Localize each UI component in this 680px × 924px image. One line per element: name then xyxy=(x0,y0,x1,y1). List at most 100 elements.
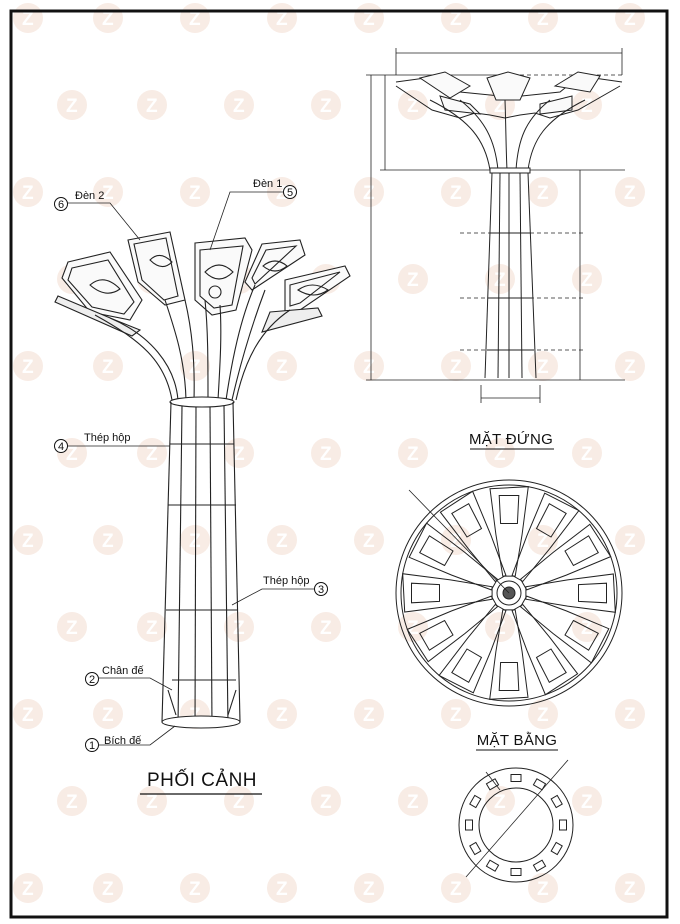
svg-text:Z: Z xyxy=(450,9,462,30)
svg-text:Z: Z xyxy=(66,792,78,813)
plan-view xyxy=(395,479,623,707)
watermark-logo: Z xyxy=(137,438,167,468)
svg-text:Z: Z xyxy=(66,96,78,117)
svg-text:Z: Z xyxy=(22,531,34,552)
elevation-view xyxy=(366,48,625,403)
svg-text:Bích đế: Bích đế xyxy=(104,735,141,747)
svg-text:Z: Z xyxy=(624,705,636,726)
plan-petal xyxy=(402,573,493,613)
watermark-logo: Z xyxy=(354,873,384,903)
watermark-logo: Z xyxy=(441,525,471,555)
svg-text:Z: Z xyxy=(22,9,34,30)
watermark-logo: Z xyxy=(93,351,123,381)
svg-text:Z: Z xyxy=(320,96,332,117)
svg-text:Z: Z xyxy=(146,96,158,117)
svg-text:Z: Z xyxy=(276,705,288,726)
watermark-logo: Z xyxy=(311,612,341,642)
bolt-hole xyxy=(532,859,547,872)
watermark-logo: Z xyxy=(57,612,87,642)
watermark-logo: Z xyxy=(354,699,384,729)
svg-text:Z: Z xyxy=(66,618,78,639)
watermark-logo: Z xyxy=(485,786,515,816)
svg-text:Z: Z xyxy=(189,357,201,378)
watermark-logo: Z xyxy=(267,351,297,381)
svg-text:Z: Z xyxy=(450,357,462,378)
branches xyxy=(94,284,291,401)
lamp-panels xyxy=(54,231,351,337)
svg-text:Z: Z xyxy=(320,618,332,639)
watermark-logo: Z xyxy=(180,351,210,381)
callout-3: 3 Thép hộp xyxy=(263,575,328,596)
leader-lines xyxy=(61,191,315,746)
svg-text:Z: Z xyxy=(581,270,593,291)
svg-text:4: 4 xyxy=(58,441,64,453)
svg-text:PHỐI CẢNH: PHỐI CẢNH xyxy=(147,769,257,791)
plan-petal xyxy=(439,490,507,583)
svg-text:Z: Z xyxy=(537,9,549,30)
watermark-logo: Z xyxy=(93,873,123,903)
watermark-logo: Z xyxy=(137,90,167,120)
watermark-logo: Z xyxy=(180,3,210,33)
svg-text:Z: Z xyxy=(624,531,636,552)
watermark-logo: Z xyxy=(354,525,384,555)
svg-text:Z: Z xyxy=(22,183,34,204)
svg-text:Z: Z xyxy=(494,792,506,813)
svg-text:Z: Z xyxy=(146,444,158,465)
svg-text:Z: Z xyxy=(581,444,593,465)
watermark-logo: Z xyxy=(267,525,297,555)
svg-text:Z: Z xyxy=(276,531,288,552)
watermark-logo: Z xyxy=(441,351,471,381)
svg-text:Z: Z xyxy=(102,183,114,204)
watermark-logo: Z xyxy=(224,438,254,468)
watermark-logo: Z xyxy=(354,177,384,207)
svg-text:Z: Z xyxy=(407,444,419,465)
watermark-logo: Z xyxy=(528,873,558,903)
watermark-logo: Z xyxy=(615,873,645,903)
svg-text:Z: Z xyxy=(233,792,245,813)
plan-petal xyxy=(519,523,612,591)
svg-text:Z: Z xyxy=(189,531,201,552)
watermark-logo: Z xyxy=(528,699,558,729)
watermark-logo: Z xyxy=(224,90,254,120)
plan-lamp xyxy=(498,495,520,524)
bolt-hole xyxy=(485,778,500,791)
watermark-logo: Z xyxy=(615,3,645,33)
plan-petal xyxy=(511,492,580,583)
watermark-logo: Z xyxy=(615,177,645,207)
svg-text:Z: Z xyxy=(233,444,245,465)
watermark-logo: Z xyxy=(311,438,341,468)
svg-text:Z: Z xyxy=(189,879,201,900)
watermark-logo: Z xyxy=(572,786,602,816)
svg-text:6: 6 xyxy=(58,199,64,211)
bolt-hole xyxy=(465,819,473,831)
watermark-logo: Z xyxy=(572,264,602,294)
watermark-logo: Z xyxy=(528,351,558,381)
svg-text:Z: Z xyxy=(102,531,114,552)
trunk xyxy=(161,401,241,729)
bolt-hole xyxy=(559,819,567,831)
watermark-logo: Z xyxy=(57,786,87,816)
svg-text:Z: Z xyxy=(494,270,506,291)
svg-text:Z: Z xyxy=(66,444,78,465)
watermark-logo: Z xyxy=(354,351,384,381)
watermark-logo: Z xyxy=(615,699,645,729)
svg-text:Z: Z xyxy=(146,618,158,639)
watermark-logo: Z xyxy=(528,177,558,207)
svg-text:Z: Z xyxy=(624,9,636,30)
watermark-logo: Z xyxy=(615,525,645,555)
watermark-logo: Z xyxy=(528,3,558,33)
plan-lamp xyxy=(564,619,599,651)
perspective-view xyxy=(54,191,351,746)
svg-text:Z: Z xyxy=(276,357,288,378)
svg-text:Z: Z xyxy=(581,96,593,117)
svg-text:Z: Z xyxy=(233,96,245,117)
watermark-logo: Z xyxy=(311,90,341,120)
watermark-logo: Z xyxy=(441,699,471,729)
watermark-logo: Z xyxy=(137,612,167,642)
base-plate-holes xyxy=(465,774,567,876)
watermark-logo: Z xyxy=(267,873,297,903)
plan-petal xyxy=(525,573,616,613)
watermark-logo: Z xyxy=(180,873,210,903)
plan-petal xyxy=(489,609,529,700)
